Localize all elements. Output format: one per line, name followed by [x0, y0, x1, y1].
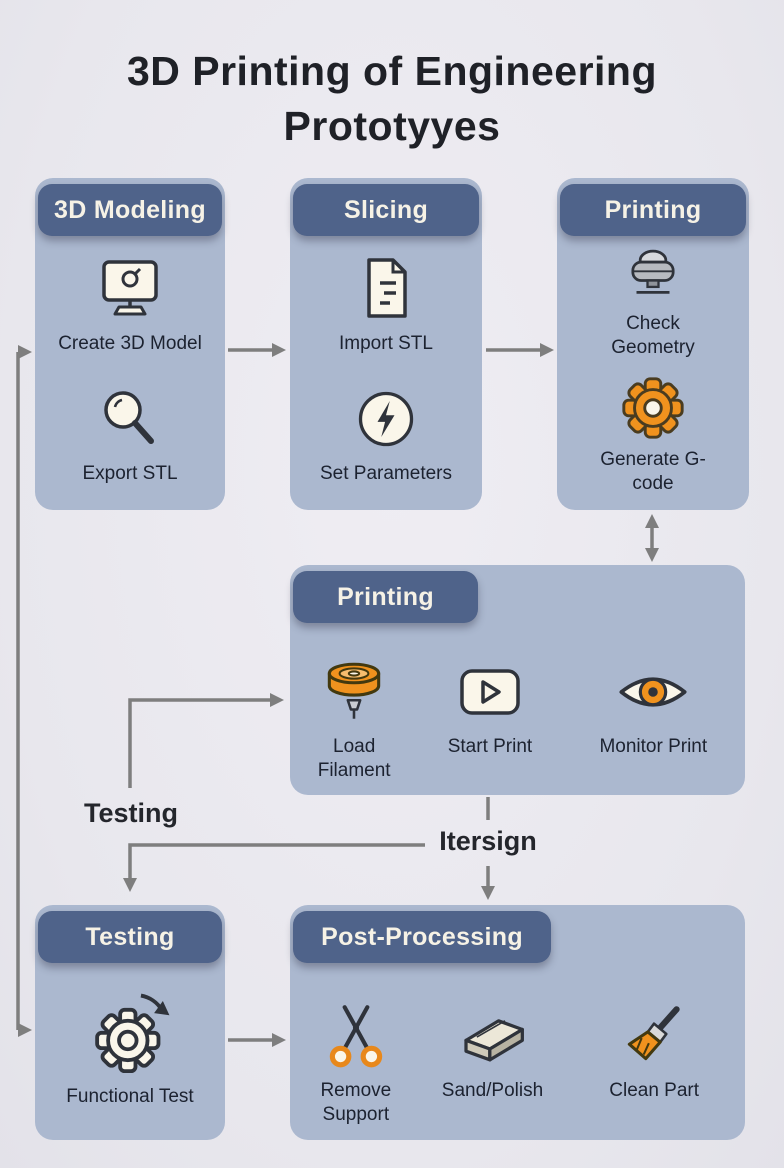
printer-icon	[620, 242, 686, 308]
gear-refresh-icon	[84, 989, 176, 1081]
flow-label-testing: Testing	[84, 798, 178, 828]
step-label: Sand/Polish	[441, 1080, 544, 1101]
step-label: Clean Part	[609, 1080, 700, 1101]
step-label: Import STL	[339, 333, 433, 355]
step-check-geometry: Check Geometry	[596, 242, 711, 360]
step-set-parameters: Set Parameters	[311, 380, 461, 486]
arrow-itersign-to-testing	[128, 843, 425, 878]
step-functional-test: Functional Test	[55, 989, 205, 1109]
stage-header-printing-main: Printing	[293, 571, 478, 623]
lightning-icon	[352, 380, 420, 458]
stage-box-printing-main: Printing Load Filament	[290, 565, 745, 795]
stage-box-slicing: Slicing Import STL	[290, 178, 482, 510]
stage-header-3d-modeling: 3D Modeling	[38, 184, 222, 236]
filament-spool-icon	[317, 653, 391, 731]
step-label: Set Parameters	[320, 463, 452, 485]
stage-box-post-processing: Post-Processing Remove Support	[290, 905, 745, 1140]
page-title: 3D Printing of Engineering Prototyyes	[126, 48, 658, 150]
step-monitor-print: Monitor Print	[578, 653, 728, 759]
step-generate-gcode: Generate G-code	[598, 372, 708, 496]
scissors-icon	[319, 997, 393, 1075]
step-label: Load Filament	[317, 736, 391, 781]
stage-header-post-processing: Post-Processing	[293, 911, 551, 963]
stage-header-slicing: Slicing	[293, 184, 479, 236]
stage-box-testing: Testing	[35, 905, 225, 1140]
step-create-3d-model: Create 3D Model	[55, 250, 205, 356]
step-label: Start Print	[447, 736, 533, 757]
brush-icon	[617, 997, 691, 1075]
play-icon	[454, 653, 526, 731]
document-icon	[350, 250, 422, 328]
step-label: Remove Support	[320, 1080, 392, 1125]
step-sand-polish: Sand/Polish	[417, 997, 567, 1103]
step-export-stl: Export STL	[55, 380, 205, 486]
step-label: Check Geometry	[611, 313, 695, 358]
monitor-icon	[94, 250, 166, 328]
step-label: Export STL	[82, 463, 178, 485]
step-load-filament: Load Filament	[307, 653, 402, 783]
step-label: Generate G-code	[600, 449, 706, 494]
stage-box-printing-prep: Printing Check Geometry	[557, 178, 749, 510]
flow-label-itersign: Itersign	[439, 826, 537, 856]
step-label: Functional Test	[66, 1085, 194, 1107]
step-label: Monitor Print	[599, 736, 708, 757]
sand-block-icon	[453, 997, 531, 1075]
gear-icon	[618, 372, 688, 444]
stage-header-testing: Testing	[38, 911, 222, 963]
stage-header-printing-prep: Printing	[560, 184, 746, 236]
step-remove-support: Remove Support	[306, 997, 406, 1127]
step-clean-part: Clean Part	[579, 997, 729, 1103]
step-start-print: Start Print	[415, 653, 565, 759]
magnifier-icon	[94, 380, 166, 458]
step-import-stl: Import STL	[311, 250, 461, 356]
arrow-testing-label-to-printing-main	[128, 698, 270, 788]
step-label: Create 3D Model	[58, 333, 202, 355]
stage-box-3d-modeling: 3D Modeling Create 3D Model	[35, 178, 225, 510]
eye-icon	[615, 653, 691, 731]
